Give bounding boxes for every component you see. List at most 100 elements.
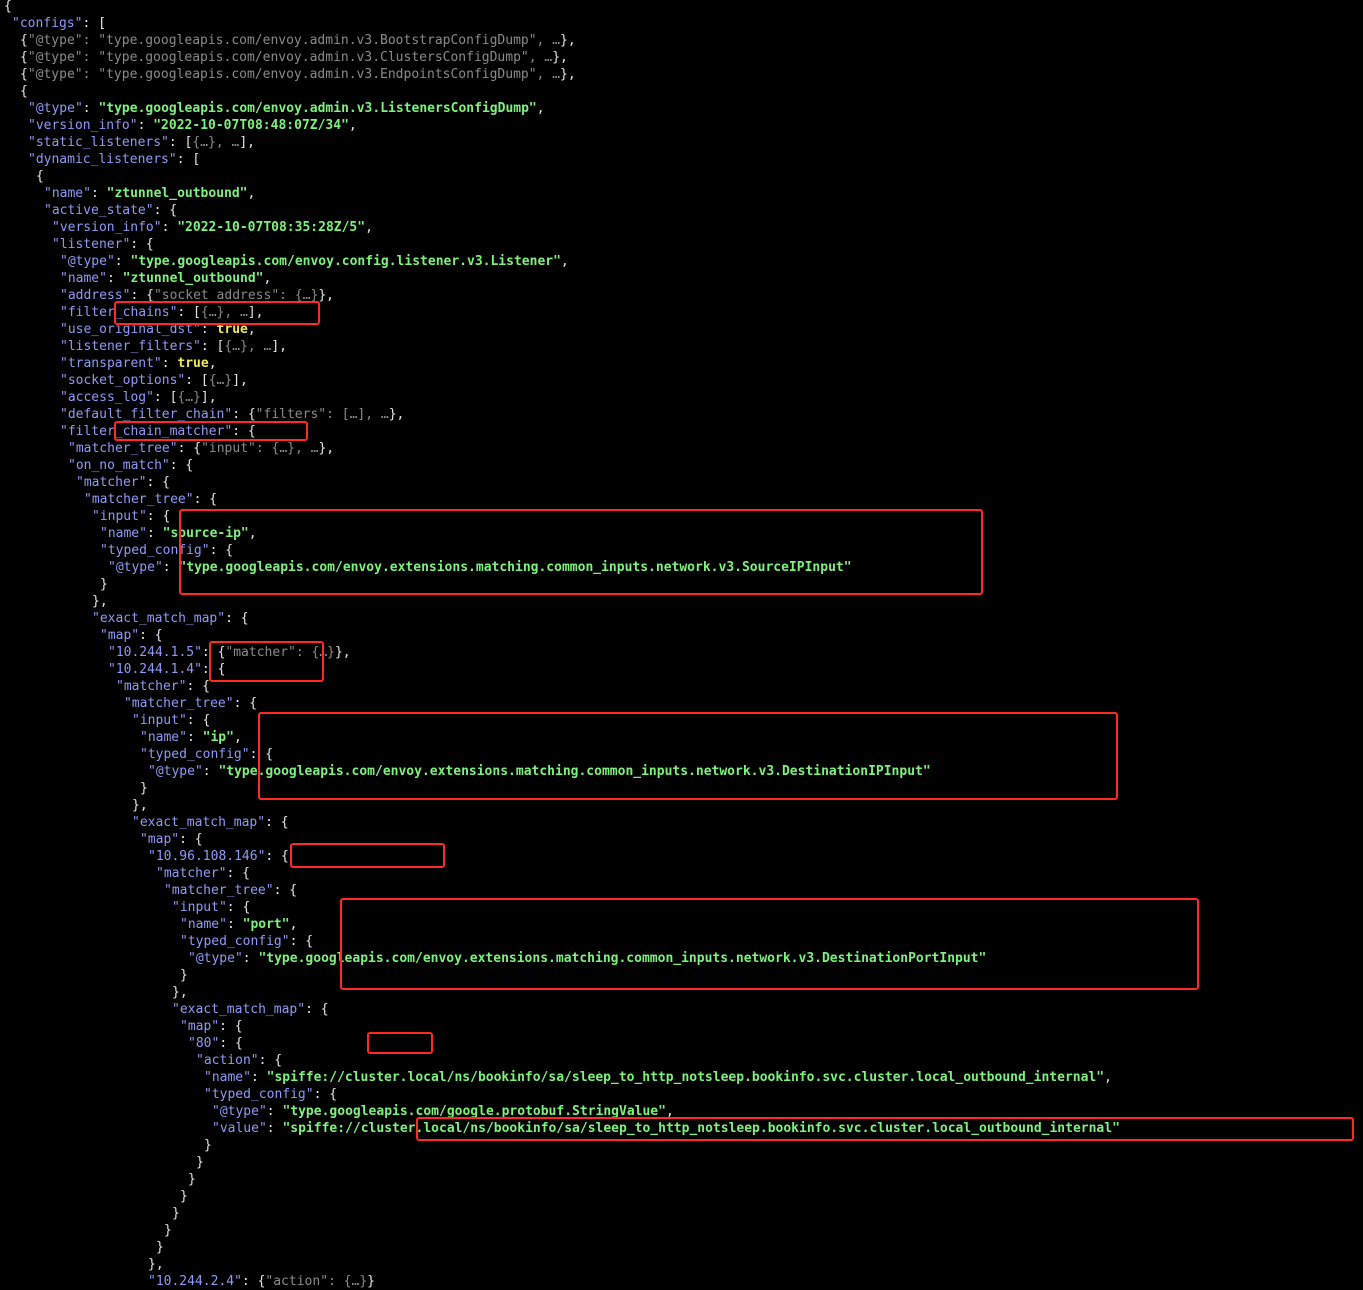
collapsed-preview[interactable]: "input": {…}, … xyxy=(201,441,319,456)
json-punctuation: : xyxy=(226,917,243,932)
json-line: {"@type": "type.googleapis.com/envoy.adm… xyxy=(20,66,576,83)
json-line: "version_info": "2022-10-07T08:48:07Z/34… xyxy=(28,117,357,134)
json-key: "listener_filters" xyxy=(60,339,201,354)
json-string: "ip" xyxy=(202,730,234,745)
json-string: "port" xyxy=(242,917,290,932)
json-key: "input" xyxy=(172,900,227,915)
json-string: "spiffe://cluster.local/ns/bookinfo/sa/s… xyxy=(266,1070,1105,1085)
json-punctuation: : { xyxy=(146,509,171,524)
json-punctuation: }, xyxy=(334,645,351,660)
collapsed-preview[interactable]: "@type": "type.googleapis.com/envoy.admi… xyxy=(27,33,561,48)
json-key: "matcher" xyxy=(116,679,187,694)
json-punctuation: , xyxy=(247,186,256,201)
json-punctuation: : xyxy=(202,764,219,779)
json-line: } xyxy=(100,576,108,593)
json-line: } xyxy=(188,1171,196,1188)
json-punctuation: : xyxy=(250,1070,267,1085)
json-line: } xyxy=(164,1222,172,1239)
json-key: "map" xyxy=(140,832,180,847)
json-punctuation: { xyxy=(20,84,28,99)
collapsed-preview[interactable]: "filters": […], … xyxy=(255,407,389,422)
json-line: "matcher_tree": { xyxy=(164,882,297,899)
collapsed-preview[interactable]: {…} xyxy=(208,373,233,388)
json-line: "on_no_match": { xyxy=(68,457,193,474)
json-key: "@type" xyxy=(188,951,243,966)
collapsed-preview[interactable]: "@type": "type.googleapis.com/envoy.admi… xyxy=(27,50,553,65)
json-string: "2022-10-07T08:48:07Z/34" xyxy=(153,118,349,133)
json-line: "socket_options": [{…}], xyxy=(60,372,248,389)
json-key: "input" xyxy=(92,509,147,524)
json-key: "@type" xyxy=(108,560,163,575)
json-line: } xyxy=(196,1154,204,1171)
json-line: "filter_chain_matcher": { xyxy=(60,423,256,440)
json-punctuation: : xyxy=(82,101,99,116)
json-line: "name": "source-ip", xyxy=(100,525,257,542)
collapsed-preview[interactable]: "socket_address": {…} xyxy=(153,288,319,303)
json-line: "input": { xyxy=(172,899,250,916)
collapsed-preview[interactable]: {…}, … xyxy=(192,135,240,150)
json-punctuation: }, xyxy=(560,33,576,48)
json-key: "socket_options" xyxy=(60,373,186,388)
json-punctuation: { xyxy=(20,50,28,65)
json-punctuation: }, xyxy=(318,288,334,303)
json-line: "use_original_dst": true, xyxy=(60,321,256,338)
json-key: "typed_config" xyxy=(180,934,290,949)
json-punctuation: : { xyxy=(305,1002,329,1017)
json-key: "10.244.1.4" xyxy=(108,662,202,677)
json-key: "typed_config" xyxy=(100,543,210,558)
json-key: "name" xyxy=(44,186,91,201)
json-key: "80" xyxy=(188,1036,220,1051)
json-line: } xyxy=(140,780,148,797)
collapsed-preview[interactable]: {…} xyxy=(177,390,201,405)
json-punctuation: : { xyxy=(219,1019,243,1034)
json-line: "exact_match_map": { xyxy=(172,1001,329,1018)
json-punctuation: ], xyxy=(271,339,287,354)
json-punctuation: , xyxy=(263,271,272,286)
json-punctuation: } xyxy=(156,1240,164,1255)
json-boolean: true xyxy=(177,356,209,371)
collapsed-preview[interactable]: {…}, … xyxy=(224,339,272,354)
json-line: } xyxy=(172,1205,180,1222)
json-string: "type.googleapis.com/envoy.config.listen… xyxy=(130,254,561,269)
json-punctuation: : { xyxy=(193,492,218,507)
collapsed-preview[interactable]: {…}, … xyxy=(200,305,248,320)
json-punctuation: : { xyxy=(130,288,154,303)
json-punctuation: }, xyxy=(148,1257,164,1272)
json-punctuation: : xyxy=(162,560,179,575)
json-punctuation: : { xyxy=(177,441,202,456)
json-key: "map" xyxy=(180,1019,220,1034)
json-punctuation: : { xyxy=(265,815,289,830)
json-punctuation: : { xyxy=(225,611,249,626)
json-punctuation: : { xyxy=(186,679,210,694)
json-punctuation: : { xyxy=(226,900,251,915)
json-key: "exact_match_map" xyxy=(92,611,226,626)
json-line: "matcher": { xyxy=(76,474,170,491)
json-punctuation: : [ xyxy=(176,152,201,167)
collapsed-preview[interactable]: "@type": "type.googleapis.com/envoy.admi… xyxy=(27,67,561,82)
json-key: "access_log" xyxy=(60,390,154,405)
json-punctuation: : { xyxy=(233,696,258,711)
json-boolean: true xyxy=(216,322,248,337)
json-punctuation: ], xyxy=(247,305,264,320)
json-line: }, xyxy=(92,593,108,610)
json-line: "input": { xyxy=(132,712,210,729)
json-punctuation: : { xyxy=(249,747,274,762)
json-punctuation: : { xyxy=(146,475,170,490)
collapsed-preview[interactable]: "matcher": {…} xyxy=(225,645,335,660)
json-punctuation: ], xyxy=(200,390,217,405)
json-line: }, xyxy=(172,984,188,1001)
json-line: "map": { xyxy=(180,1018,243,1035)
json-punctuation: : { xyxy=(226,866,250,881)
json-line: "@type": "type.googleapis.com/envoy.conf… xyxy=(60,253,569,270)
json-punctuation: { xyxy=(20,67,28,82)
json-line: "active_state": { xyxy=(44,202,177,219)
json-line: "typed_config": { xyxy=(204,1086,337,1103)
json-line: "default_filter_chain": {"filters": […],… xyxy=(60,406,404,423)
json-key: "name" xyxy=(60,271,107,286)
json-line: "typed_config": { xyxy=(140,746,273,763)
json-key: "address" xyxy=(60,288,131,303)
json-punctuation: : { xyxy=(258,1053,283,1068)
json-string: "2022-10-07T08:35:28Z/5" xyxy=(177,220,366,235)
json-key: "filter_chain_matcher" xyxy=(60,424,233,439)
